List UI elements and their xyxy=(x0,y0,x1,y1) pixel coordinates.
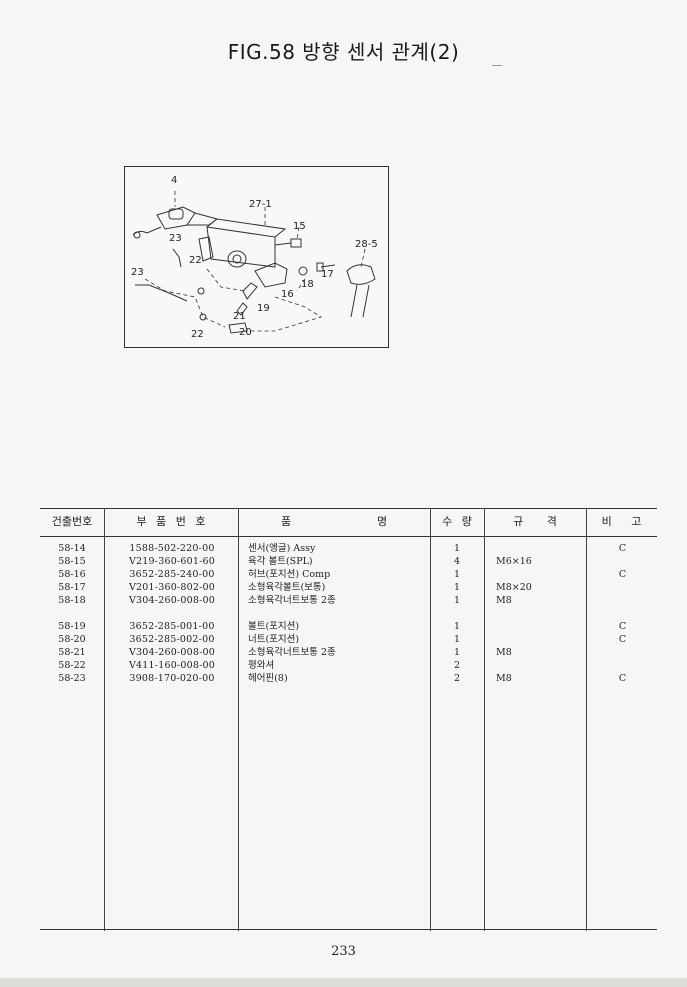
scan-mark xyxy=(492,65,502,66)
cell-remark: C xyxy=(618,543,627,554)
table-row: 58-16 3652-285-240-00 허브(포지션) Comp 1 C xyxy=(40,568,657,581)
column-divider xyxy=(104,508,105,931)
cell-name: 평와셔 xyxy=(248,660,275,671)
cell-part: 3652-285-240-00 xyxy=(129,569,215,580)
parts-diagram: 4 27-1 23 15 28-5 22 17 23 18 16 19 21 2… xyxy=(124,166,389,348)
callout-label: 28-5 xyxy=(355,239,378,250)
cell-part: V219-360-601-60 xyxy=(129,556,215,567)
cell-name: 헤어핀(8) xyxy=(248,673,288,684)
cell-qty: 1 xyxy=(453,621,461,632)
cell-name: 소형육각볼트(보통) xyxy=(248,582,326,593)
callout-label: 17 xyxy=(321,269,334,280)
page-title: FIG.58 방향 센서 관계(2) xyxy=(227,40,460,64)
cell-name: 허브(포지션) Comp xyxy=(248,569,331,580)
cell-part: 3908-170-020-00 xyxy=(129,673,215,684)
table-row: 58-17 V201-360-802-00 소형육각볼트(보통) 1 M8×20 xyxy=(40,581,657,594)
column-divider xyxy=(430,508,431,931)
cell-part: V304-260-008-00 xyxy=(129,595,215,606)
table-bottom-border xyxy=(40,929,657,930)
diagram-leader-lines xyxy=(144,191,366,332)
cell-no: 58-17 xyxy=(58,582,86,593)
cell-qty: 1 xyxy=(453,634,461,645)
cell-qty: 1 xyxy=(453,582,461,593)
cell-qty: 1 xyxy=(453,543,461,554)
cell-no: 58-22 xyxy=(58,660,86,671)
cell-spec: M8 xyxy=(496,647,512,658)
cell-qty: 1 xyxy=(453,647,461,658)
cell-no: 58-19 xyxy=(58,621,86,632)
callout-label: 20 xyxy=(239,327,252,338)
callout-label: 23 xyxy=(169,233,182,244)
header-qty: 수 량 xyxy=(442,515,472,528)
cell-remark: C xyxy=(618,621,627,632)
cell-remark: C xyxy=(618,569,627,580)
column-divider xyxy=(238,508,239,931)
diagram-linework xyxy=(132,206,376,334)
parts-table: 건출번호 부 품 번 호 품 명 수 량 규 격 비 고 58-14 1588-5… xyxy=(40,508,657,931)
table-row: 58-22 V411-160-008-00 평와셔 2 xyxy=(40,659,657,672)
page-number: 233 xyxy=(331,944,356,959)
cell-part: V304-260-008-00 xyxy=(129,647,215,658)
cell-no: 58-15 xyxy=(58,556,86,567)
cell-no: 58-16 xyxy=(58,569,86,580)
cell-no: 58-14 xyxy=(58,543,86,554)
table-row: 58-14 1588-502-220-00 센서(엥글) Assy 1 C xyxy=(40,542,657,555)
cell-name: 육각 볼트(SPL) xyxy=(248,556,313,567)
cell-part: 3652-285-002-00 xyxy=(129,634,215,645)
callout-label: 22 xyxy=(191,329,204,340)
cell-part: V411-160-008-00 xyxy=(129,660,215,671)
parts-diagram-drawing: 4 27-1 23 15 28-5 22 17 23 18 16 19 21 2… xyxy=(131,175,378,340)
callout-label: 23 xyxy=(131,267,144,278)
cell-name: 소형육각너트보통 2종 xyxy=(248,595,336,606)
cell-name: 볼트(포지션) xyxy=(248,621,300,632)
cell-part: 3652-285-001-00 xyxy=(129,621,215,632)
callout-label: 16 xyxy=(281,289,294,300)
cell-qty: 4 xyxy=(453,556,461,567)
table-row: 58-21 V304-260-008-00 소형육각너트보통 2종 1 M8 xyxy=(40,646,657,659)
table-row: 58-19 3652-285-001-00 볼트(포지션) 1 C xyxy=(40,620,657,633)
header-name-a: 품 xyxy=(280,515,292,528)
cell-name: 소형육각너트보통 2종 xyxy=(248,647,336,658)
callout-label: 21 xyxy=(233,311,246,322)
table-header-border xyxy=(40,536,657,537)
cell-no: 58-21 xyxy=(58,647,86,658)
cell-spec: M6×16 xyxy=(496,556,532,567)
cell-qty: 1 xyxy=(453,569,461,580)
table-top-border xyxy=(40,508,657,509)
cell-remark: C xyxy=(618,634,627,645)
callout-label: 4 xyxy=(171,175,177,186)
scan-edge xyxy=(0,978,687,987)
cell-no: 58-18 xyxy=(58,595,86,606)
header-name-b: 명 xyxy=(376,515,388,528)
callout-label: 18 xyxy=(301,279,314,290)
cell-name: 센서(엥글) Assy xyxy=(248,543,316,554)
column-divider xyxy=(586,508,587,931)
header-part-number: 부 품 번 호 xyxy=(136,515,206,528)
column-divider xyxy=(484,508,485,931)
cell-qty: 1 xyxy=(453,595,461,606)
cell-part: 1588-502-220-00 xyxy=(129,543,215,554)
table-row: 58-15 V219-360-601-60 육각 볼트(SPL) 4 M6×16 xyxy=(40,555,657,568)
table-row: 58-23 3908-170-020-00 헤어핀(8) 2 M8 C xyxy=(40,672,657,685)
cell-no: 58-23 xyxy=(58,673,86,684)
table-row: 58-18 V304-260-008-00 소형육각너트보통 2종 1 M8 xyxy=(40,594,657,607)
cell-spec: M8 xyxy=(496,595,512,606)
callout-label: 22 xyxy=(189,255,202,266)
cell-spec: M8 xyxy=(496,673,512,684)
header-remark: 비 고 xyxy=(601,515,642,528)
callout-label: 19 xyxy=(257,303,270,314)
callout-label: 27-1 xyxy=(249,199,272,210)
table-row: 58-20 3652-285-002-00 너트(포지션) 1 C xyxy=(40,633,657,646)
cell-remark: C xyxy=(618,673,627,684)
cell-qty: 2 xyxy=(453,673,461,684)
header-no: 건출번호 xyxy=(51,515,93,528)
cell-no: 58-20 xyxy=(58,634,86,645)
cell-part: V201-360-802-00 xyxy=(129,582,215,593)
callout-label: 15 xyxy=(293,221,306,232)
cell-spec: M8×20 xyxy=(496,582,532,593)
cell-qty: 2 xyxy=(453,660,461,671)
cell-name: 너트(포지션) xyxy=(248,634,300,645)
header-spec: 규 격 xyxy=(513,515,557,528)
